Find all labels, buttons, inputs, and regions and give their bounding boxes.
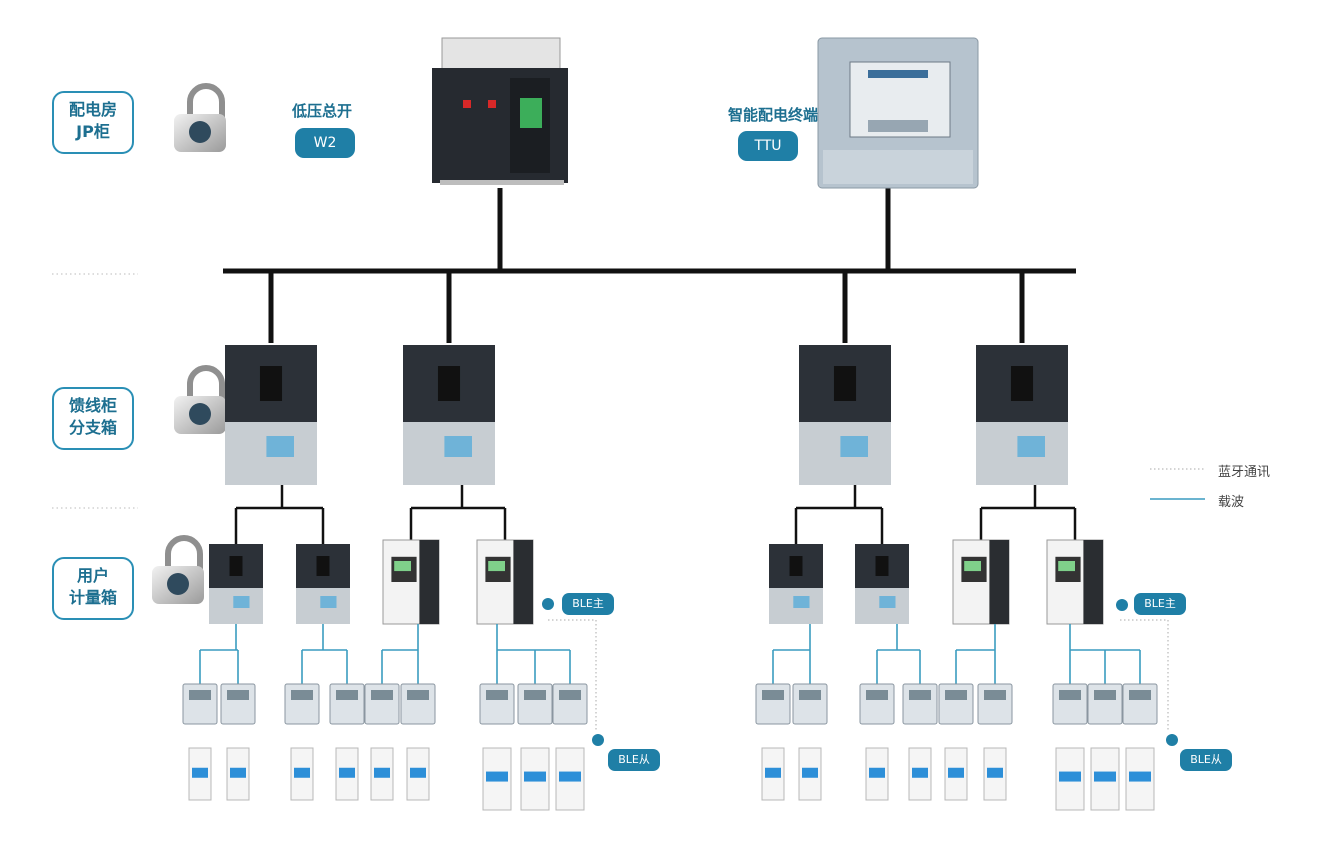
feeder-breaker-4 (976, 345, 1068, 485)
level-room: 配电房 JP柜 (52, 91, 134, 154)
meter-2 (220, 683, 256, 725)
bluetooth-icon-1 (542, 598, 554, 610)
padlock-icon-room (174, 83, 226, 152)
meter-4 (329, 683, 365, 725)
meter-11 (792, 683, 828, 725)
mcb-15 (983, 747, 1007, 801)
meter-6 (400, 683, 436, 725)
meter-1 (182, 683, 218, 725)
meter-10 (755, 683, 791, 725)
terminal-tag: TTU (738, 131, 798, 161)
legend-bluetooth-label: 蓝牙通讯 (1218, 465, 1271, 480)
mcb-4 (335, 747, 359, 801)
mcb-9 (555, 747, 585, 811)
user-breaker-8 (1046, 539, 1104, 625)
ble-master-right: BLE主 (1134, 593, 1186, 615)
user-breaker-5 (769, 544, 823, 624)
padlock-icon-feeder (174, 365, 226, 434)
mcb-12 (865, 747, 889, 801)
meter-8 (517, 683, 553, 725)
feeder-breaker-3 (799, 345, 891, 485)
mcb-16 (1055, 747, 1085, 811)
user-breaker-1 (209, 544, 263, 624)
mcb-5 (370, 747, 394, 801)
meter-12 (859, 683, 895, 725)
terminal-label: 智能配电终端 (727, 106, 818, 124)
user-breaker-6 (855, 544, 909, 624)
level-room-line1: 配电房 (68, 100, 117, 119)
level-room-line2: JP柜 (76, 122, 110, 141)
feeder-drops (268, 271, 1025, 343)
ble-master-left: BLE主 (562, 593, 614, 615)
breaker-tag: W2 (295, 128, 355, 158)
level-user-line1: 用户 (76, 566, 109, 585)
level-feeder-line2: 分支箱 (68, 418, 117, 437)
ble-slave-right: BLE从 (1180, 749, 1232, 771)
padlock-icon-user (152, 535, 204, 604)
mcb-1 (188, 747, 212, 801)
mcb-11 (798, 747, 822, 801)
level-user-line2: 计量箱 (68, 588, 117, 607)
meter-7 (479, 683, 515, 725)
mcb-18 (1125, 747, 1155, 811)
meter-16 (1052, 683, 1088, 725)
meter-3 (284, 683, 320, 725)
ttu-terminal-image (817, 37, 979, 189)
meter-15 (977, 683, 1013, 725)
meter-18 (1122, 683, 1158, 725)
mcb-10 (761, 747, 785, 801)
level-feeder: 馈线柜 分支箱 (52, 387, 134, 450)
meter-13 (902, 683, 938, 725)
level-feeder-line1: 馈线柜 (68, 396, 117, 415)
level-user: 用户 计量箱 (52, 557, 134, 620)
legend-carrier-label: 载波 (1218, 495, 1245, 510)
user-breaker-7 (952, 539, 1010, 625)
ble-slave-left: BLE从 (608, 749, 660, 771)
main-breaker-image (432, 37, 568, 185)
mcb-8 (520, 747, 550, 811)
mcb-2 (226, 747, 250, 801)
mcb-3 (290, 747, 314, 801)
meter-9 (552, 683, 588, 725)
mcb-6 (406, 747, 430, 801)
bluetooth-icon-3 (1116, 599, 1128, 611)
mcb-17 (1090, 747, 1120, 811)
mcb-14 (944, 747, 968, 801)
meter-14 (938, 683, 974, 725)
mcb-13 (908, 747, 932, 801)
meter-17 (1087, 683, 1123, 725)
user-breaker-4 (476, 539, 534, 625)
breaker-label: 低压总开 (291, 102, 352, 120)
mcb-7 (482, 747, 512, 811)
feeder-breaker-2 (403, 345, 495, 485)
bluetooth-icon-2 (592, 734, 604, 746)
meter-5 (364, 683, 400, 725)
feeder-breaker-1 (225, 345, 317, 485)
bluetooth-icon-4 (1166, 734, 1178, 746)
user-breaker-2 (296, 544, 350, 624)
user-breaker-3 (382, 539, 440, 625)
